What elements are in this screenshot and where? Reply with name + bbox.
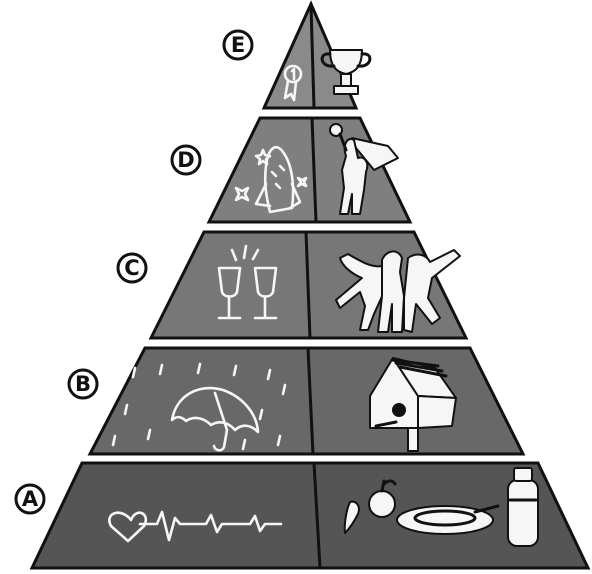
marker-e-label: E <box>231 33 245 57</box>
tier-c <box>151 232 466 338</box>
tier-b <box>90 348 523 454</box>
tier-b-band <box>90 348 523 454</box>
marker-a-label: A <box>22 487 39 511</box>
marker-d-label: D <box>177 148 194 172</box>
marker-a: A <box>16 485 44 513</box>
tier-a <box>32 463 588 568</box>
tier-a-band <box>32 463 588 568</box>
tier-d-band <box>209 118 410 222</box>
marker-d: D <box>172 146 200 174</box>
marker-c: C <box>118 254 146 282</box>
marker-c-label: C <box>124 256 139 280</box>
tier-d <box>209 118 410 222</box>
marker-b-label: B <box>75 372 91 396</box>
marker-b: B <box>69 370 97 398</box>
marker-e: E <box>224 31 252 59</box>
tier-e <box>264 4 370 108</box>
